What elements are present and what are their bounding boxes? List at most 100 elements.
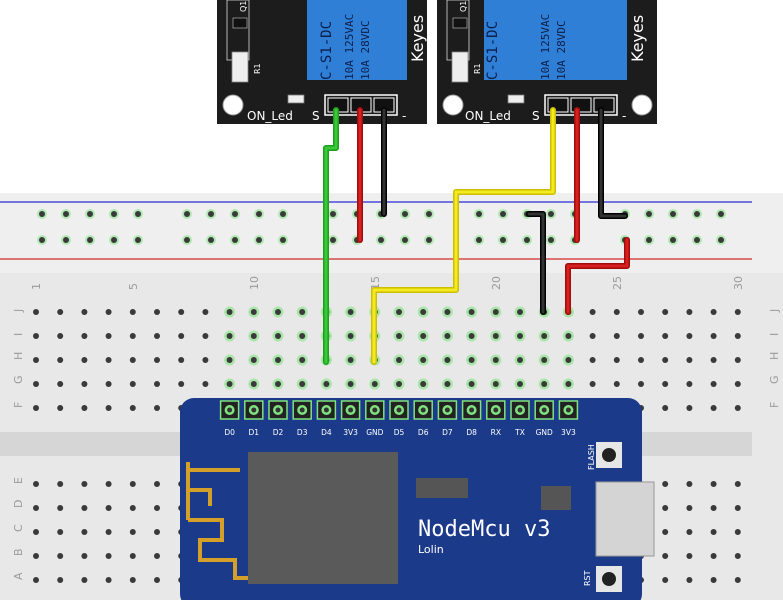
breadboard-hole[interactable] [57,481,64,487]
breadboard-hole[interactable] [710,381,717,387]
breadboard-hole[interactable] [81,505,88,511]
rail-hole[interactable] [256,211,262,217]
breadboard-hole[interactable] [686,553,693,559]
breadboard-hole[interactable] [275,381,281,387]
rail-hole[interactable] [208,237,214,243]
breadboard-hole[interactable] [420,357,427,363]
flash-button-knob[interactable] [602,448,616,462]
breadboard-hole[interactable] [420,381,427,387]
breadboard-hole[interactable] [275,309,281,315]
breadboard-hole[interactable] [686,505,693,511]
rail-hole[interactable] [426,237,432,243]
breadboard-hole[interactable] [686,481,693,487]
breadboard-hole[interactable] [250,333,257,339]
breadboard-hole[interactable] [662,309,669,315]
rail-hole[interactable] [694,237,700,243]
breadboard-hole[interactable] [662,333,669,339]
rail-hole[interactable] [184,211,190,217]
breadboard-hole[interactable] [129,333,136,339]
breadboard-hole[interactable] [444,357,451,363]
breadboard-hole[interactable] [105,577,112,583]
breadboard-hole[interactable] [129,553,136,559]
breadboard-hole[interactable] [517,357,523,363]
breadboard-hole[interactable] [734,577,741,583]
breadboard-hole[interactable] [154,529,160,535]
breadboard-hole[interactable] [154,505,160,511]
breadboard-hole[interactable] [81,381,88,387]
rail-hole[interactable] [87,237,93,243]
breadboard-hole[interactable] [33,357,39,363]
breadboard-hole[interactable] [105,405,112,411]
breadboard-hole[interactable] [202,309,209,315]
breadboard-hole[interactable] [33,309,39,315]
breadboard-hole[interactable] [33,333,39,339]
breadboard-hole[interactable] [275,333,281,339]
breadboard-hole[interactable] [178,357,185,363]
breadboard-hole[interactable] [396,309,402,315]
pin-vcc[interactable] [570,97,592,113]
rail-hole[interactable] [500,237,506,243]
breadboard-hole[interactable] [202,333,209,339]
breadboard-hole[interactable] [396,381,402,387]
breadboard-hole[interactable] [299,333,306,339]
breadboard-hole[interactable] [734,505,741,511]
rail-hole[interactable] [500,211,506,217]
breadboard-hole[interactable] [686,577,693,583]
rail-hole[interactable] [646,211,652,217]
breadboard-hole[interactable] [57,505,64,511]
breadboard-hole[interactable] [57,357,64,363]
rail-hole[interactable] [280,211,286,217]
breadboard-hole[interactable] [686,381,693,387]
rail-hole[interactable] [694,211,700,217]
breadboard-hole[interactable] [444,333,451,339]
rail-hole[interactable] [378,237,384,243]
breadboard-hole[interactable] [154,481,160,487]
rail-hole[interactable] [402,237,408,243]
breadboard-hole[interactable] [57,333,64,339]
breadboard-hole[interactable] [710,481,717,487]
breadboard-hole[interactable] [250,381,257,387]
breadboard-hole[interactable] [226,381,233,387]
breadboard-hole[interactable] [589,333,596,339]
breadboard-hole[interactable] [178,333,185,339]
breadboard-hole[interactable] [613,357,620,363]
breadboard-hole[interactable] [129,309,136,315]
breadboard-hole[interactable] [105,481,112,487]
breadboard-hole[interactable] [81,553,88,559]
breadboard-hole[interactable] [468,309,475,315]
breadboard-hole[interactable] [275,357,281,363]
rail-hole[interactable] [63,237,69,243]
breadboard-hole[interactable] [154,333,160,339]
breadboard-hole[interactable] [492,333,499,339]
breadboard-hole[interactable] [154,405,160,411]
breadboard-hole[interactable] [589,381,596,387]
rail-hole[interactable] [476,237,482,243]
rail-hole[interactable] [426,211,432,217]
breadboard-hole[interactable] [57,381,64,387]
breadboard-hole[interactable] [323,381,330,387]
breadboard-hole[interactable] [589,357,596,363]
breadboard-hole[interactable] [33,553,39,559]
breadboard-hole[interactable] [154,381,160,387]
breadboard-hole[interactable] [638,309,644,315]
breadboard-hole[interactable] [710,405,717,411]
breadboard-hole[interactable] [250,357,257,363]
breadboard-hole[interactable] [662,357,669,363]
breadboard-hole[interactable] [734,553,741,559]
breadboard-hole[interactable] [565,333,572,339]
rail-hole[interactable] [548,211,554,217]
breadboard-hole[interactable] [129,357,136,363]
breadboard-hole[interactable] [129,505,136,511]
breadboard-hole[interactable] [105,553,112,559]
breadboard-hole[interactable] [444,309,451,315]
breadboard-hole[interactable] [57,553,64,559]
breadboard-hole[interactable] [33,481,39,487]
rail-hole[interactable] [87,211,93,217]
breadboard-hole[interactable] [517,381,523,387]
rail-hole[interactable] [330,211,336,217]
breadboard-hole[interactable] [662,405,669,411]
breadboard-hole[interactable] [129,481,136,487]
breadboard-hole[interactable] [734,309,741,315]
breadboard-hole[interactable] [734,333,741,339]
breadboard-hole[interactable] [250,309,257,315]
